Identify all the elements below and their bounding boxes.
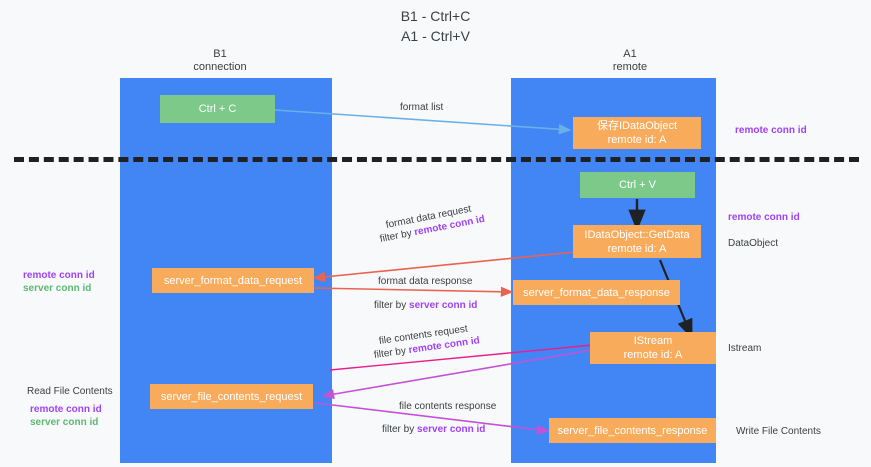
edge-istream-pink-link	[329, 344, 594, 371]
node-istream[interactable]: IStream remote id: A	[590, 332, 716, 364]
node-ctrl-v-label: Ctrl + V	[619, 179, 656, 191]
node-server-file-contents-response-label: server_file_contents_response	[557, 424, 708, 437]
edge-file-contents-request	[321, 349, 593, 400]
edge-label-file-contents-response: file contents response	[399, 401, 497, 412]
token-server-conn-id: server conn id	[409, 300, 478, 311]
node-server-format-data-request[interactable]: server_format_data_request	[152, 268, 314, 293]
side-label-left-remote-conn-id-bottom: remote conn id	[30, 404, 102, 415]
edge-label-format-data-response: format data response	[378, 276, 473, 287]
filter-prefix: filter by	[374, 300, 410, 311]
node-server-file-contents-response[interactable]: server_file_contents_response	[549, 418, 716, 443]
section-divider	[14, 157, 859, 162]
edge-file-contents-response	[315, 402, 550, 435]
node-server-file-contents-request-label: server_file_contents_request	[160, 390, 303, 403]
filter-prefix: filter by	[382, 424, 418, 435]
side-label-remote-conn-id-mid: remote conn id	[728, 212, 800, 223]
node-server-format-data-response-label: server_format_data_response	[523, 286, 670, 299]
node-ctrl-c-label: Ctrl + C	[198, 103, 237, 115]
node-idataobject-getdata-sublabel: remote id: A	[607, 242, 667, 255]
edge-label-file-contents-response-filter: filter by server conn id	[382, 423, 485, 436]
edge-label-format-data-response-filter: filter by server conn id	[374, 299, 477, 312]
edge-format-data-request	[312, 251, 576, 282]
side-label-remote-conn-id-top: remote conn id	[735, 125, 807, 136]
node-istream-sublabel: remote id: A	[623, 349, 683, 361]
side-label-left-remote-conn-id-mid: remote conn id	[23, 270, 95, 281]
node-server-format-data-request-label: server_format_data_request	[163, 274, 303, 287]
node-ctrl-c[interactable]: Ctrl + C	[160, 95, 275, 123]
node-server-file-contents-request[interactable]: server_file_contents_request	[150, 384, 313, 409]
lane-title-b1: B1 connection	[193, 48, 247, 73]
edge-format-data-response	[312, 286, 514, 297]
node-save-idataobject-sublabel: remote id: A	[607, 134, 667, 146]
node-istream-label: IStream	[633, 335, 673, 347]
side-label-left-server-conn-id-mid: server conn id	[23, 283, 92, 294]
edge-ctrlc-to-save-idataobject	[274, 109, 572, 135]
side-label-read-file-contents: Read File Contents	[27, 386, 113, 397]
edge-label-format-list: format list	[400, 102, 444, 113]
node-server-format-data-response[interactable]: server_format_data_response	[513, 280, 680, 305]
node-save-idataobject-label: 保存IDataObject	[596, 120, 678, 132]
side-label-dataobject: DataObject	[728, 238, 779, 249]
node-idataobject-getdata[interactable]: IDataObject::GetData remote id: A	[573, 225, 701, 258]
side-label-istream: Istream	[728, 343, 762, 354]
side-label-write-file-contents: Write File Contents	[736, 426, 821, 437]
token-server-conn-id: server conn id	[417, 424, 486, 435]
node-save-idataobject[interactable]: 保存IDataObject remote id: A	[573, 117, 701, 149]
node-idataobject-getdata-label: IDataObject::GetData	[584, 228, 690, 241]
diagram-title: B1 - Ctrl+C A1 - Ctrl+V	[400, 8, 471, 44]
node-ctrl-v[interactable]: Ctrl + V	[580, 172, 695, 198]
lane-title-a1: A1 remote	[612, 48, 648, 73]
side-label-left-server-conn-id-bottom: server conn id	[30, 417, 99, 428]
